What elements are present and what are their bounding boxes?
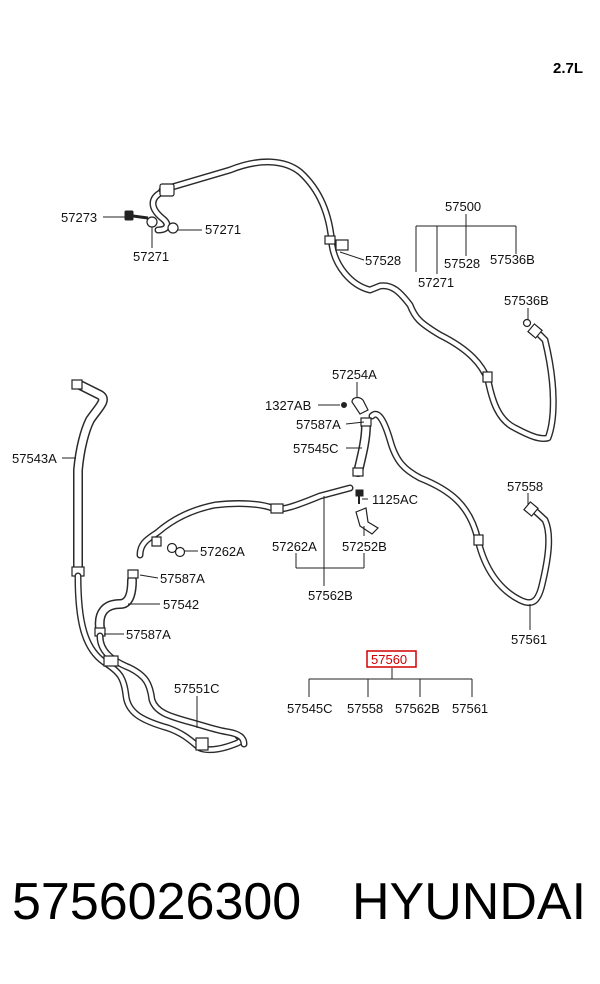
label-57273: 57273	[61, 210, 97, 225]
label-57587A-c: 57587A	[126, 627, 171, 642]
label-57542: 57542	[163, 597, 199, 612]
label-57500: 57500	[445, 199, 481, 214]
label-57587A-b: 57587A	[160, 571, 205, 586]
pipe-sleeve-mid	[270, 503, 284, 514]
label-57528-a: 57528	[365, 253, 401, 268]
label-57560: 57560	[371, 652, 407, 667]
label-57528-b: 57528	[444, 256, 480, 271]
label-57536B-a: 57536B	[490, 252, 535, 267]
leader-lines	[62, 214, 531, 728]
highlight-box-57560	[366, 650, 417, 668]
label-1125AC: 1125AC	[372, 492, 418, 507]
pipe-sleeve-right	[473, 534, 484, 546]
pressure-pipe-upper	[149, 158, 557, 442]
hose-end-top	[71, 379, 83, 390]
engine-label: 2.7L	[553, 60, 583, 77]
bolt-1327AB	[341, 402, 347, 408]
pipe-fitting-upper	[159, 183, 175, 197]
label-57254A: 57254A	[332, 367, 377, 382]
label-57543A: 57543A	[12, 451, 57, 466]
label-57271-c: 57271	[418, 275, 454, 290]
bracket-57252B	[355, 507, 379, 535]
fitting-57254A	[351, 396, 369, 415]
hose-clamp	[352, 467, 364, 477]
pipe-bracket	[335, 239, 349, 251]
hose-57545C	[352, 417, 372, 477]
cooler-pipe-sleeve	[103, 655, 119, 667]
label-57271-a: 57271	[133, 249, 169, 264]
pipe-sleeve	[482, 371, 493, 383]
label-57587A-a: 57587A	[296, 417, 341, 432]
hose-clamp-57587A-upper	[127, 569, 139, 579]
return-hose-57543A	[71, 379, 108, 577]
label-57551C: 57551C	[174, 681, 220, 696]
label-57558-b: 57558	[347, 701, 383, 716]
label-57561-a: 57561	[511, 632, 547, 647]
pipe-clamp-mid	[151, 536, 162, 547]
pressure-pipe-middle	[136, 410, 553, 607]
cooler-pipe-sleeve-lower	[195, 737, 209, 751]
bolt-57273	[124, 210, 149, 221]
label-1327AB: 1327AB	[265, 398, 311, 413]
label-57262A-a: 57262A	[200, 544, 245, 559]
pipe-clamp	[324, 235, 336, 245]
label-57562B-a: 57562B	[308, 588, 353, 603]
footer-part-number: 5756026300	[12, 873, 302, 931]
hose-57542	[94, 569, 139, 637]
washer-57271-left	[146, 216, 158, 228]
label-57558-a: 57558	[507, 479, 543, 494]
label-57561-b: 57561	[452, 701, 488, 716]
footer-brand: HYUNDAI	[352, 873, 587, 931]
clamp-57262A	[166, 542, 186, 558]
label-57271-b: 57271	[205, 222, 241, 237]
pipe-end-fitting	[527, 323, 543, 339]
washer-57271-right	[167, 222, 179, 234]
bolt-1125AC	[355, 489, 364, 504]
label-57562B-b: 57562B	[395, 701, 440, 716]
label-57252B: 57252B	[342, 539, 387, 554]
label-57545C-b: 57545C	[287, 701, 333, 716]
label-57262A-b: 57262A	[272, 539, 317, 554]
cooler-pipe-57551C	[74, 572, 248, 754]
label-57536B-b: 57536B	[504, 293, 549, 308]
o-ring-57536B	[522, 318, 532, 328]
label-57545C-a: 57545C	[293, 441, 339, 456]
pipe-end-fitting-right	[523, 501, 539, 517]
